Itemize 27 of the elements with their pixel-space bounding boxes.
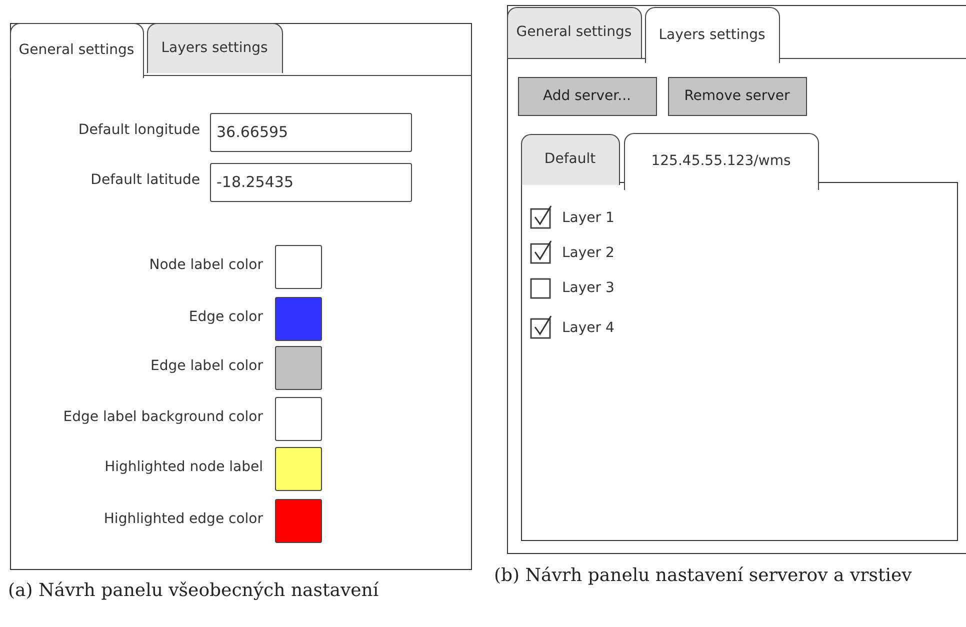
settings-panel bbox=[507, 5, 966, 554]
button: Add server... bbox=[518, 76, 656, 116]
tab: 125.45.55.123/wms bbox=[624, 132, 818, 190]
setting-label: Node label color bbox=[149, 257, 263, 273]
layer-label: Layer 4 bbox=[562, 320, 614, 336]
layer-label: Layer 2 bbox=[562, 245, 614, 261]
settings-panel bbox=[10, 23, 472, 570]
setting-label: Edge label color bbox=[150, 358, 263, 374]
tab: General settings bbox=[10, 22, 144, 78]
input-field: 36.66595 bbox=[210, 112, 412, 152]
layer-list-panel bbox=[520, 182, 958, 540]
field-label: Default longitude bbox=[78, 122, 200, 138]
field-label: Default latitude bbox=[90, 172, 200, 188]
setting-label: Edge color bbox=[188, 309, 263, 325]
layer-label: Layer 1 bbox=[562, 210, 614, 226]
tab: Layers settings bbox=[146, 22, 282, 72]
input-field: -18.25435 bbox=[210, 162, 412, 202]
setting-label: Highlighted edge color bbox=[104, 511, 263, 527]
figure-caption: (a) Návrh panelu všeobecných nastavení bbox=[8, 580, 379, 601]
setting-label: Edge label background color bbox=[63, 409, 263, 425]
tab: General settings bbox=[506, 6, 642, 58]
figure-caption: (b) Návrh panelu nastavení serverov a vrstiev bbox=[494, 565, 912, 586]
button: Remove server bbox=[668, 76, 806, 116]
layer-label: Layer 3 bbox=[562, 280, 614, 296]
tab: Default bbox=[520, 134, 620, 184]
tab: Layers settings bbox=[644, 6, 780, 62]
setting-label: Highlighted node label bbox=[104, 459, 263, 475]
